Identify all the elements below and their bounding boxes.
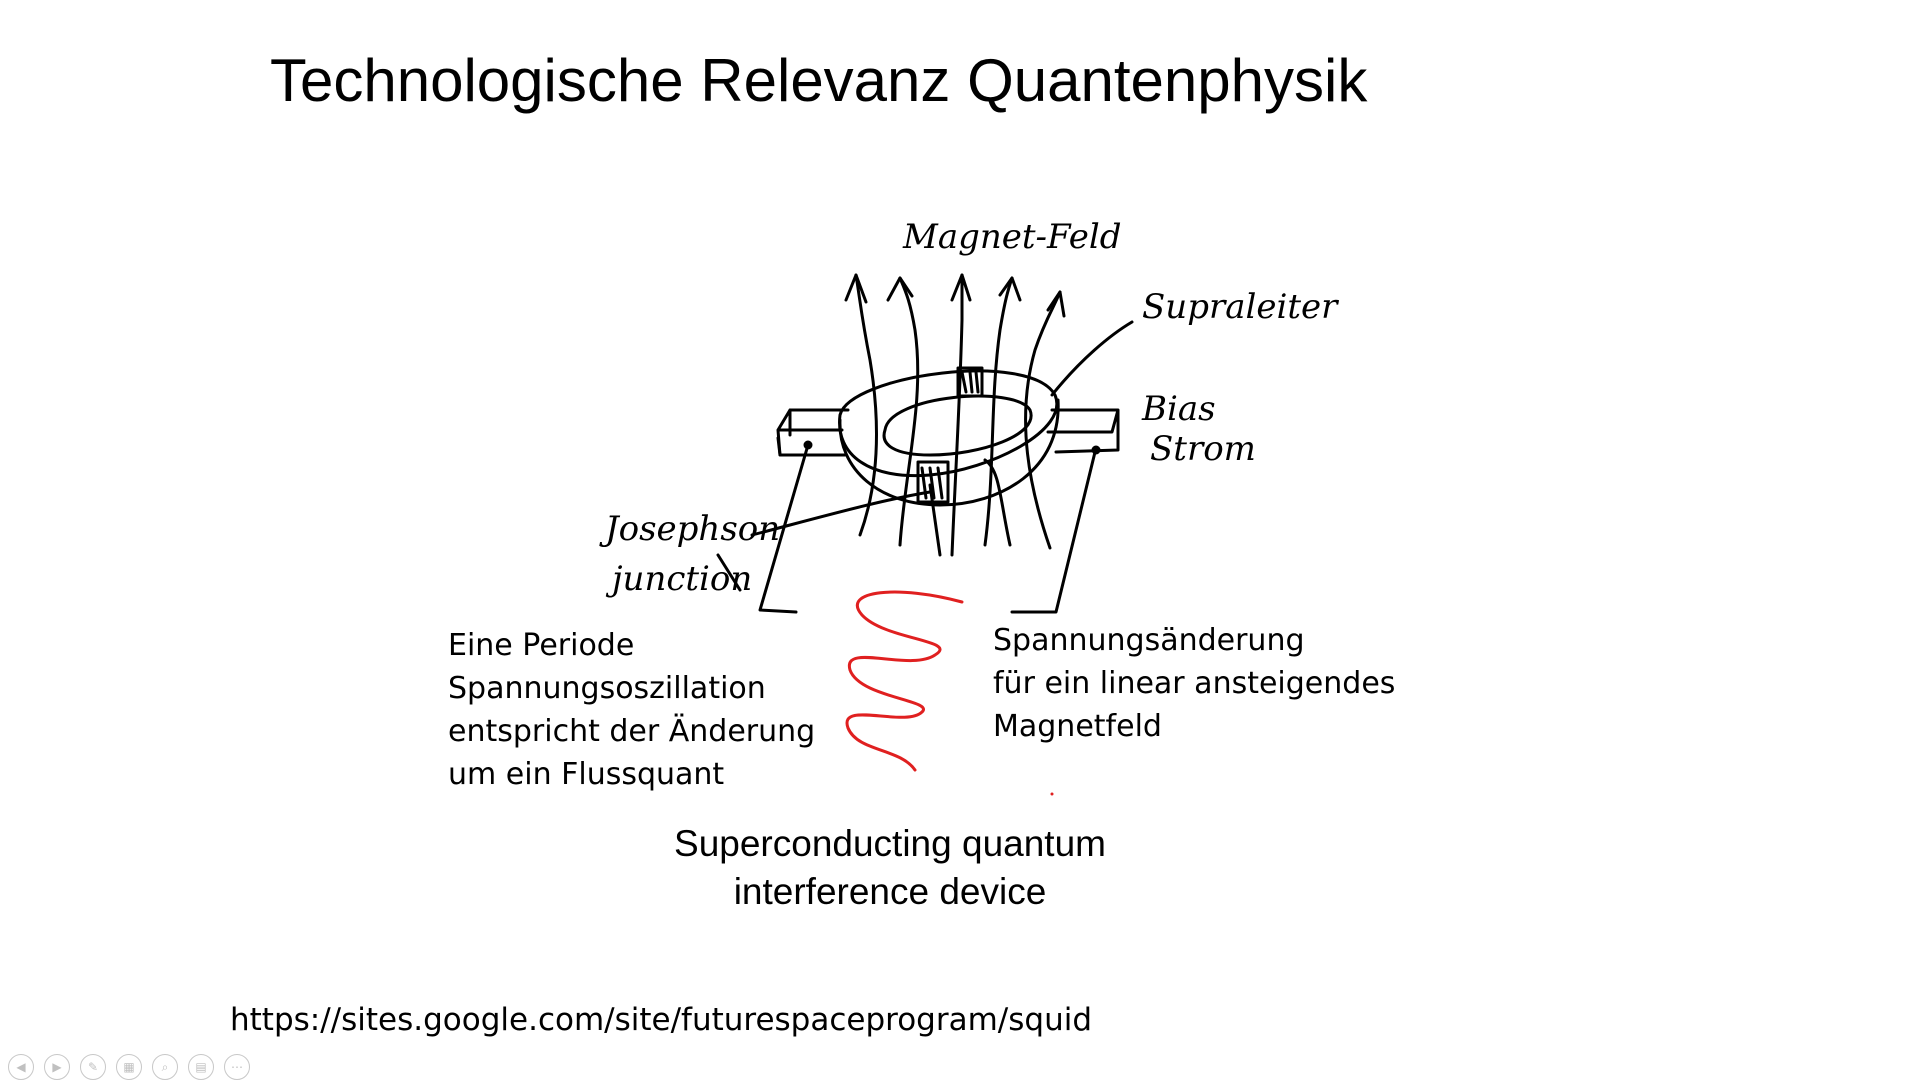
field-line: [950, 273, 964, 557]
junction-label-1: Josephson: [599, 509, 780, 549]
ring-thickness: [838, 398, 1060, 507]
superconductor-label: Supraleiter: [1142, 287, 1339, 327]
pen-icon[interactable]: ✎: [80, 1054, 106, 1080]
device-name-line: interference device: [733, 871, 1047, 912]
previous-slide-icon[interactable]: ◀: [8, 1054, 34, 1080]
field-line: [928, 483, 942, 557]
voltage-oscillation: [845, 590, 964, 772]
caption-left-line: entspricht der Änderung: [448, 714, 816, 749]
ring-inner: [882, 394, 1033, 457]
zoom-icon[interactable]: ⌕: [152, 1054, 178, 1080]
field-line: [854, 273, 879, 537]
caption-left: Eine Periode Spannungsoszillation entspr…: [448, 624, 815, 796]
field-line: [1024, 290, 1062, 550]
field-line: [983, 458, 1012, 547]
right-lead: [1046, 408, 1120, 454]
bias-wire-right: [1010, 446, 1098, 614]
magnetic-field-label: Magnet-Feld: [902, 217, 1122, 257]
caption-right-line: Magnetfeld: [993, 709, 1162, 744]
device-name-line: Superconducting quantum: [674, 823, 1106, 864]
left-lead: [776, 408, 850, 457]
see-all-slides-icon[interactable]: ▦: [116, 1054, 142, 1080]
presentation-controls: ◀ ▶ ✎ ▦ ⌕ ▤ ⋯: [8, 1054, 250, 1080]
device-name: Superconducting quantum interference dev…: [590, 820, 1190, 916]
junction-bottom: [916, 460, 950, 504]
junction-label-2: junction: [605, 559, 752, 599]
caption-right-line: Spannungsänderung: [993, 623, 1305, 658]
bias-wire-left: [758, 443, 810, 614]
next-slide-icon[interactable]: ▶: [44, 1054, 70, 1080]
caption-left-line: um ein Flussquant: [448, 757, 725, 792]
field-line: [898, 276, 920, 547]
slide-title: Technologische Relevanz Quantenphysik: [270, 47, 1368, 114]
junction-pointer: [750, 490, 932, 537]
bias-label-2: Strom: [1150, 429, 1256, 469]
caption-left-line: Spannungsoszillation: [448, 671, 766, 706]
caption-right: Spannungsänderung für ein linear ansteig…: [993, 619, 1395, 748]
bias-label-1: Bias: [1141, 389, 1216, 429]
junction-top: [956, 366, 984, 398]
subtitles-icon[interactable]: ▤: [188, 1054, 214, 1080]
more-options-icon[interactable]: ⋯: [224, 1054, 250, 1080]
source-url: https://sites.google.com/site/futurespac…: [230, 1002, 1093, 1038]
caption-left-line: Eine Periode: [448, 628, 635, 663]
caption-right-line: für ein linear ansteigendes: [993, 666, 1396, 701]
field-line: [983, 276, 1014, 547]
superconductor-pointer: [1050, 320, 1134, 397]
ring-outer: [838, 369, 1059, 478]
